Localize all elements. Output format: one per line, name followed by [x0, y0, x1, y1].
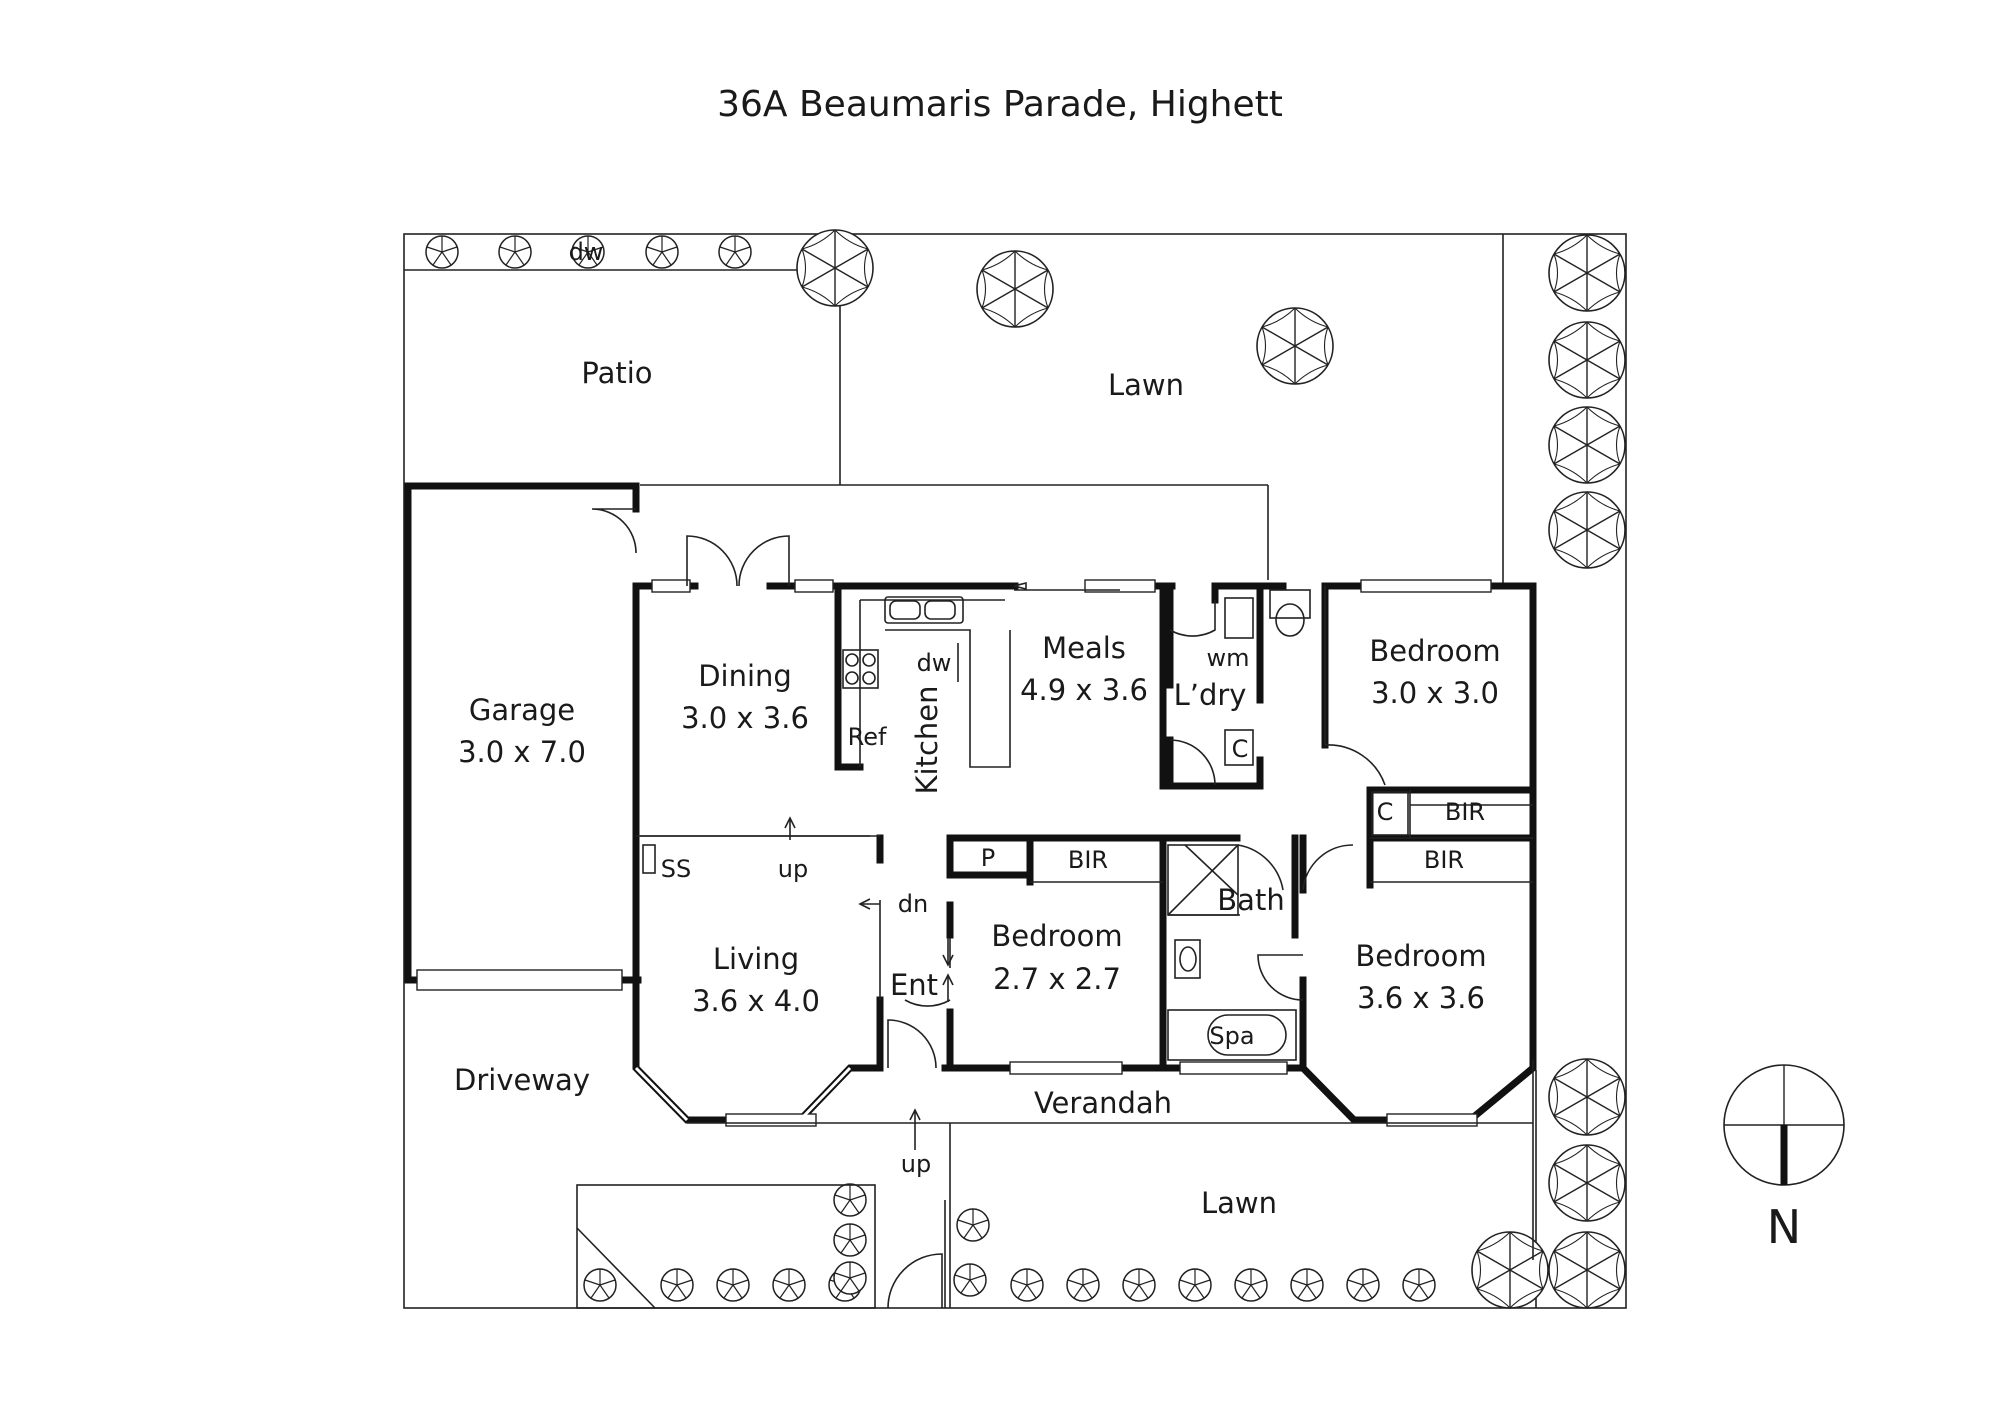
property-boundary: [403, 233, 1627, 1309]
north-arrow: N: [1723, 1064, 1845, 1254]
pantry-label: P: [981, 844, 995, 872]
bedroom-ne-dims: 3.0 x 3.0: [1371, 676, 1499, 710]
bedroom-ne-name: Bedroom: [1369, 634, 1500, 668]
entry-markers: [784, 816, 954, 1150]
ref-label: Ref: [848, 723, 887, 751]
bath-name: Bath: [1217, 883, 1284, 917]
meals-name: Meals: [1042, 631, 1126, 665]
bedroom-mid-dims: 2.7 x 2.7: [993, 962, 1121, 996]
dw-top-label: dw: [569, 238, 604, 266]
bedroom-se-dims: 3.6 x 3.6: [1357, 981, 1485, 1015]
bir-2-label: BIR: [1068, 846, 1108, 874]
verandah-label: Verandah: [1034, 1086, 1172, 1120]
bir-3-label: BIR: [1424, 846, 1464, 874]
cupboard-hall-label: C: [1377, 798, 1394, 826]
dining-doors: [686, 535, 790, 587]
garage-name: Garage: [469, 693, 575, 727]
outdoor-labels: Patio Lawn Driveway Verandah Lawn: [454, 356, 1277, 1220]
north-label: N: [1767, 1200, 1801, 1254]
spa-label: Spa: [1209, 1022, 1254, 1050]
ss-label: SS: [661, 855, 691, 883]
kitchen-name: Kitchen: [910, 686, 944, 795]
rear-landscape: [404, 234, 1537, 1308]
laundry-name: L’dry: [1174, 678, 1247, 712]
bedroom-se-name: Bedroom: [1355, 939, 1486, 973]
dn-entry-label: dn: [898, 890, 928, 918]
lawn-rear-label: Lawn: [1108, 368, 1184, 402]
living-dims: 3.6 x 4.0: [692, 984, 820, 1018]
plan-title: 36A Beaumaris Parade, Highett: [717, 84, 1283, 125]
fixture-labels: dw dw Ref wm C C BIR BIR BIR P Spa SS up…: [569, 238, 1486, 1178]
lawn-front-label: Lawn: [1201, 1186, 1277, 1220]
living-name: Living: [713, 942, 799, 976]
dining-dims: 3.0 x 3.6: [681, 701, 809, 735]
bir-1-label: BIR: [1445, 798, 1485, 826]
meals-dims: 4.9 x 3.6: [1020, 673, 1148, 707]
verandah-outline: [687, 1060, 1534, 1308]
garage-dims: 3.0 x 7.0: [458, 735, 586, 769]
bedroom-mid-name: Bedroom: [991, 919, 1122, 953]
room-labels: Garage 3.0 x 7.0 Dining 3.0 x 3.6 Meals …: [458, 631, 1501, 1018]
entry-name: Ent: [890, 968, 938, 1002]
patio-label: Patio: [581, 356, 652, 390]
driveway-label: Driveway: [454, 1063, 590, 1097]
up-front-label: up: [901, 1150, 931, 1178]
cupboard-laundry-label: C: [1232, 735, 1249, 763]
kitchen-joinery: [834, 581, 1120, 771]
garage-walls: [404, 482, 642, 991]
windows: [634, 579, 1492, 1127]
interior-details: [636, 585, 1533, 1069]
tree-row-front: [583, 1183, 1436, 1302]
front-planter: [576, 1184, 943, 1309]
dw-kitchen-label: dw: [917, 649, 952, 677]
wm-label: wm: [1206, 644, 1249, 672]
up-living-label: up: [778, 855, 808, 883]
dining-name: Dining: [698, 659, 792, 693]
laundry-walls: [1159, 582, 1311, 790]
